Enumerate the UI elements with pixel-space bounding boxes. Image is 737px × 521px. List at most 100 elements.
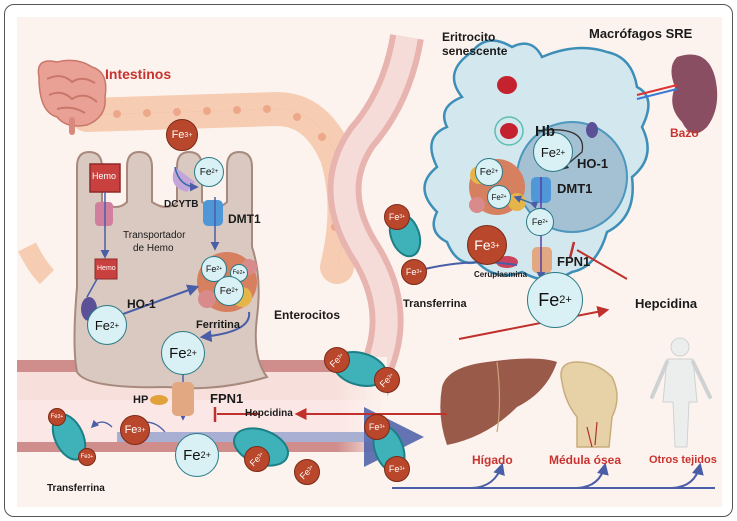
label-transferrina-mid: Transferrina — [403, 298, 467, 310]
fpn1-channel-enterocyte — [172, 382, 194, 416]
ion-symbol: Fe — [219, 285, 232, 297]
senescent-erythrocyte — [497, 76, 517, 94]
label-ho1-enterocyte: HO-1 — [127, 297, 156, 311]
ion-charge: 2+ — [211, 169, 219, 175]
spleen-icon — [636, 54, 718, 134]
ion-charge: 2+ — [239, 270, 246, 276]
label-dcytb: DCYTB — [164, 199, 199, 210]
ion-charge: 3+ — [399, 214, 406, 220]
ion-symbol: Fe — [94, 317, 111, 333]
ion-charge: 3+ — [416, 269, 423, 275]
label-transferrina-bottom: Transferrina — [47, 483, 105, 494]
label-hepcidina-right: Hepcidina — [635, 296, 698, 311]
phagosome — [494, 116, 524, 146]
label-intestinos: Intestinos — [105, 66, 172, 82]
fpn1-channel-macrophage — [532, 247, 552, 273]
ion-symbol: Fe — [169, 344, 187, 362]
ion-symbol: Fe — [205, 264, 217, 274]
label-dmt1-macrophage: DMT1 — [557, 181, 593, 196]
ion-charge: 3+ — [57, 414, 64, 420]
ion-charge: 2+ — [500, 194, 507, 200]
ion-charge: 3+ — [379, 424, 386, 430]
ion-charge: 2+ — [200, 450, 211, 460]
heme-transporter — [95, 202, 113, 226]
label-hepcidina-gut: Hepcidina — [245, 408, 293, 419]
label-hp: HP — [133, 394, 149, 406]
ion-symbol: Fe — [388, 464, 400, 474]
ion-symbol: Fe — [479, 166, 492, 178]
ion-charge: 2+ — [556, 147, 566, 157]
human-body-icon — [650, 337, 712, 448]
label-fpn1-enterocyte: FPN1 — [210, 391, 244, 406]
circulation-arrows — [392, 462, 715, 489]
ion-symbol: Fe — [368, 422, 380, 432]
ion-symbol: Fe — [199, 166, 212, 178]
label-hb: Hb — [535, 123, 555, 140]
label-eritrocito-line1: Eritrocito — [442, 30, 496, 44]
ion-charge: 3+ — [490, 240, 500, 250]
label-bazo: Bazo — [670, 126, 699, 140]
ion-symbol: Fe — [232, 270, 240, 276]
label-eritrocito-line2: senescente — [442, 44, 508, 58]
ion-symbol: Fe — [183, 446, 201, 464]
ion-charge: 2+ — [559, 294, 572, 306]
ion-symbol: Fe — [531, 217, 543, 227]
ion-symbol: Fe — [474, 237, 491, 253]
ion-symbol: Fe — [538, 289, 560, 310]
ion-symbol: Fe — [491, 192, 501, 202]
ion-charge: 2+ — [216, 266, 223, 272]
label-hemo-bottom: Hemo — [97, 265, 116, 272]
ion-symbol: Fe — [540, 144, 557, 160]
label-enterocitos: Enterocitos — [274, 308, 341, 322]
ion-charge: 2+ — [491, 169, 499, 175]
label-medula: Médula ósea — [549, 453, 622, 467]
ion-symbol: Fe — [80, 454, 88, 460]
liver-icon — [440, 358, 557, 445]
phagocytosed-erythrocyte — [500, 123, 518, 139]
ion-charge: 3+ — [137, 426, 146, 434]
ion-symbol: Fe — [405, 267, 417, 277]
label-ferritina: Ferritina — [196, 319, 241, 331]
ion-symbol: Fe — [171, 129, 185, 141]
label-transportador-line2: de Hemo — [133, 243, 174, 254]
ion-charge: 3+ — [184, 131, 193, 139]
ion-charge: 2+ — [542, 219, 549, 225]
hephaestin — [150, 395, 168, 405]
label-ho1-macrophage: HO-1 — [577, 156, 609, 171]
dmt1-channel-enterocyte — [203, 200, 223, 226]
heme-box-top — [89, 163, 121, 193]
label-otros: Otros tejidos — [649, 454, 717, 466]
ion-charge: 2+ — [186, 348, 197, 358]
bone-marrow-icon — [560, 361, 618, 448]
ho1-enzyme-macrophage — [586, 122, 598, 138]
intestines-icon — [37, 59, 107, 135]
label-dmt1-enterocyte: DMT1 — [228, 212, 261, 226]
ion-charge: 2+ — [231, 288, 239, 294]
label-hemo-top: Hemo — [92, 171, 117, 181]
ion-charge: 3+ — [87, 454, 94, 460]
label-fpn1-macrophage: FPN1 — [557, 254, 591, 269]
heme-box-bottom — [94, 258, 118, 280]
ion-charge: 2+ — [110, 320, 120, 330]
label-higado: Hígado — [472, 453, 513, 467]
ion-symbol: Fe — [50, 414, 58, 420]
